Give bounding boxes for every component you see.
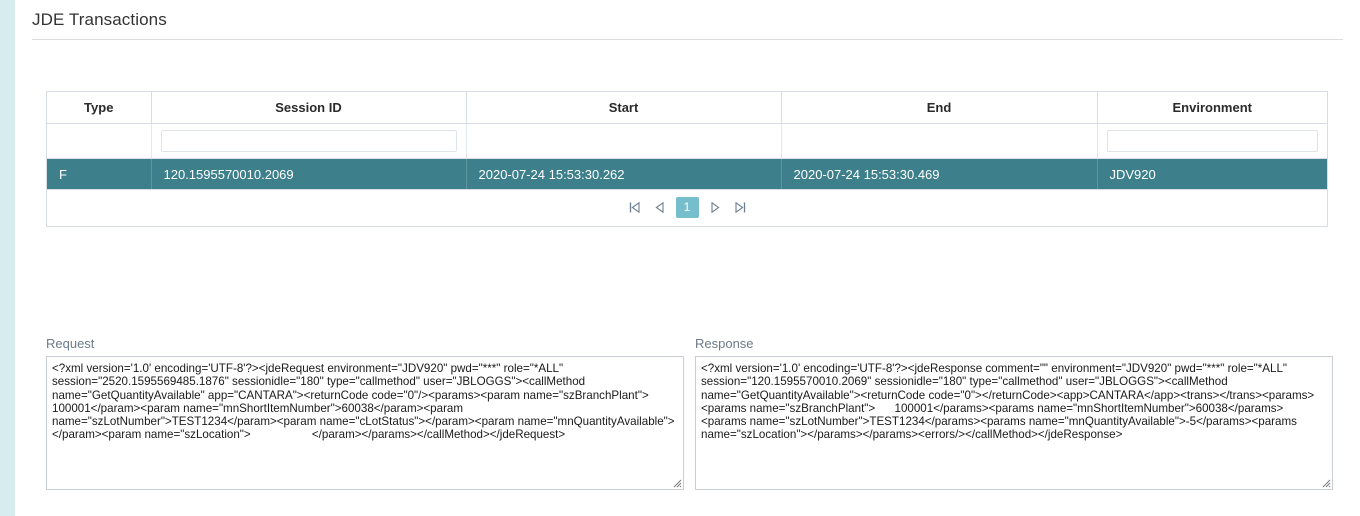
request-textarea[interactable]: <?xml version='1.0' encoding='UTF-8'?><j… xyxy=(46,356,684,490)
jde-transactions-grid: Type Session ID Start End Environment xyxy=(46,91,1328,227)
cell-session-id: 120.1595570010.2069 xyxy=(151,158,467,190)
page-container: JDE Transactions Type Session ID Start E… xyxy=(15,0,1360,516)
column-header-session-id[interactable]: Session ID xyxy=(151,92,467,124)
filter-input-session-id[interactable] xyxy=(160,130,457,152)
column-header-environment[interactable]: Environment xyxy=(1097,92,1327,124)
filter-cell-end xyxy=(781,123,1098,159)
response-label: Response xyxy=(695,336,754,351)
next-page-icon[interactable] xyxy=(707,199,724,216)
pager-cell: 1 xyxy=(47,189,1327,226)
request-panel: Request <?xml version='1.0' encoding='UT… xyxy=(46,336,684,490)
page-number-1[interactable]: 1 xyxy=(675,197,699,218)
request-body: <?xml version='1.0' encoding='UTF-8'?><j… xyxy=(46,356,684,490)
table-filter-row xyxy=(47,123,1327,159)
column-header-end[interactable]: End xyxy=(781,92,1098,124)
transactions-table: Type Session ID Start End Environment xyxy=(47,92,1327,226)
column-header-type[interactable]: Type xyxy=(47,92,152,124)
left-accent-strip xyxy=(0,0,15,516)
filter-cell-environment xyxy=(1097,123,1327,159)
page-title: JDE Transactions xyxy=(32,10,167,29)
response-textarea[interactable]: <?xml version='1.0' encoding='UTF-8'?><j… xyxy=(695,356,1333,490)
filter-input-environment[interactable] xyxy=(1106,130,1318,152)
column-header-start[interactable]: Start xyxy=(466,92,782,124)
response-body: <?xml version='1.0' encoding='UTF-8'?><j… xyxy=(695,356,1333,490)
table-row[interactable]: F 120.1595570010.2069 2020-07-24 15:53:3… xyxy=(47,158,1327,190)
table-pager-row: 1 xyxy=(47,189,1327,226)
filter-cell-type xyxy=(47,123,152,159)
cell-environment: JDV920 xyxy=(1097,158,1327,190)
table-header-row: Type Session ID Start End Environment xyxy=(47,92,1327,124)
previous-page-icon[interactable] xyxy=(651,199,668,216)
title-divider xyxy=(32,39,1343,40)
cell-type: F xyxy=(47,158,152,190)
cell-start: 2020-07-24 15:53:30.262 xyxy=(466,158,782,190)
first-page-icon[interactable] xyxy=(626,199,643,216)
filter-cell-start xyxy=(466,123,782,159)
request-label: Request xyxy=(46,336,95,351)
cell-end: 2020-07-24 15:53:30.469 xyxy=(781,158,1098,190)
response-panel: Response <?xml version='1.0' encoding='U… xyxy=(695,336,1333,490)
pagination: 1 xyxy=(626,197,749,218)
filter-cell-session-id xyxy=(151,123,467,159)
last-page-icon[interactable] xyxy=(732,199,749,216)
